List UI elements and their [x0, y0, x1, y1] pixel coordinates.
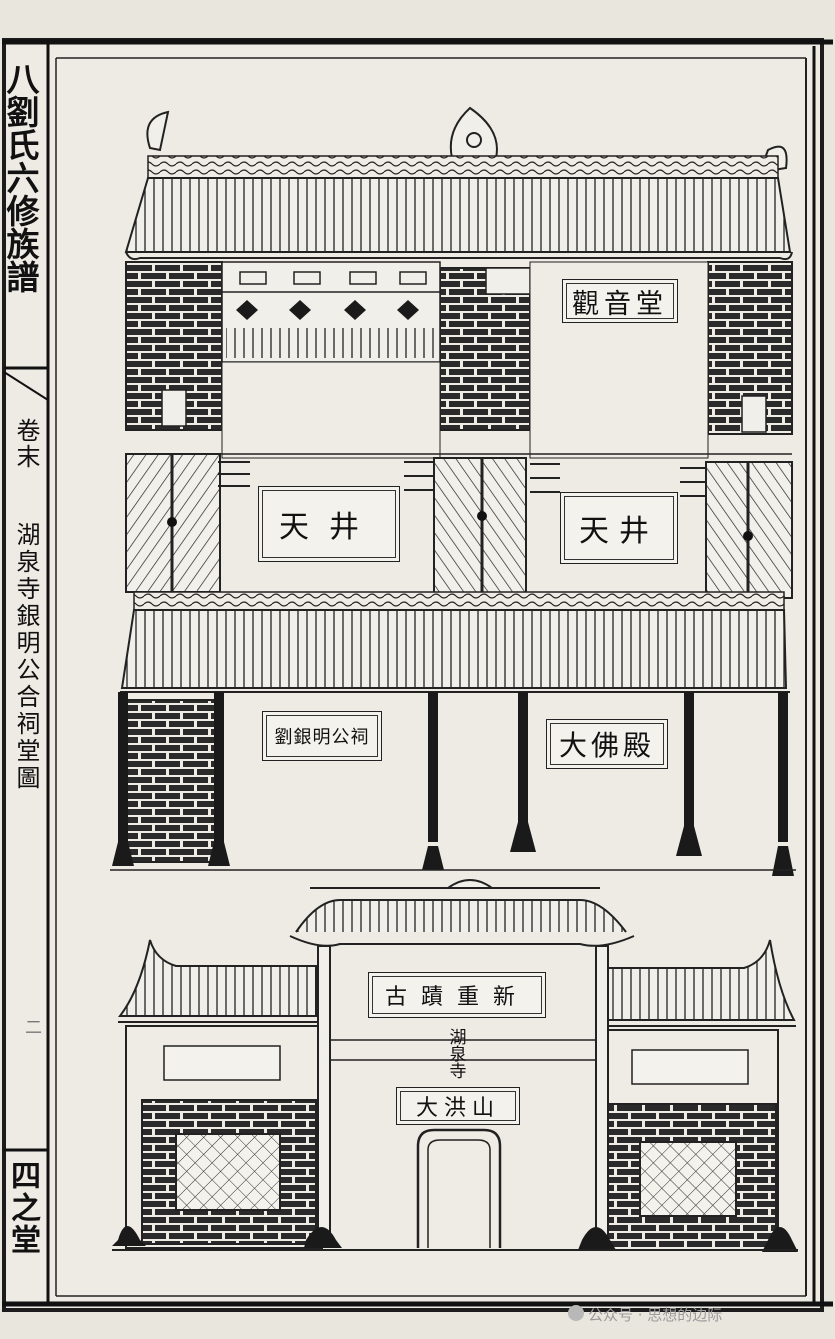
plaque-ancient-trace-restored: 古蹟重新: [368, 972, 546, 1018]
illustration-caption: 湖泉寺銀明公合祠堂圖: [12, 522, 40, 792]
wechat-logo-icon: [568, 1305, 584, 1321]
plaque-great-buddha-hall: 大佛殿: [546, 719, 668, 769]
volume-label: 卷末: [12, 418, 40, 470]
plaque-courtyard-right: 天井: [560, 492, 678, 564]
watermark: 公众号 · 思想的边际: [588, 1306, 723, 1324]
plaque-courtyard-left: 天井: [258, 486, 400, 562]
page-number: 二: [21, 1018, 41, 1037]
plaque-temple-name: 湖泉寺: [445, 1027, 466, 1079]
hall-name-mark: 四之堂: [5, 1160, 40, 1256]
plaque-guanyin-hall: 觀音堂: [562, 279, 678, 323]
book-title: 八劉氏六修族譜: [1, 62, 40, 293]
plaque-mountain-name: 大洪山: [396, 1087, 520, 1125]
plaque-ancestral-hall: 劉銀明公祠: [262, 711, 382, 761]
